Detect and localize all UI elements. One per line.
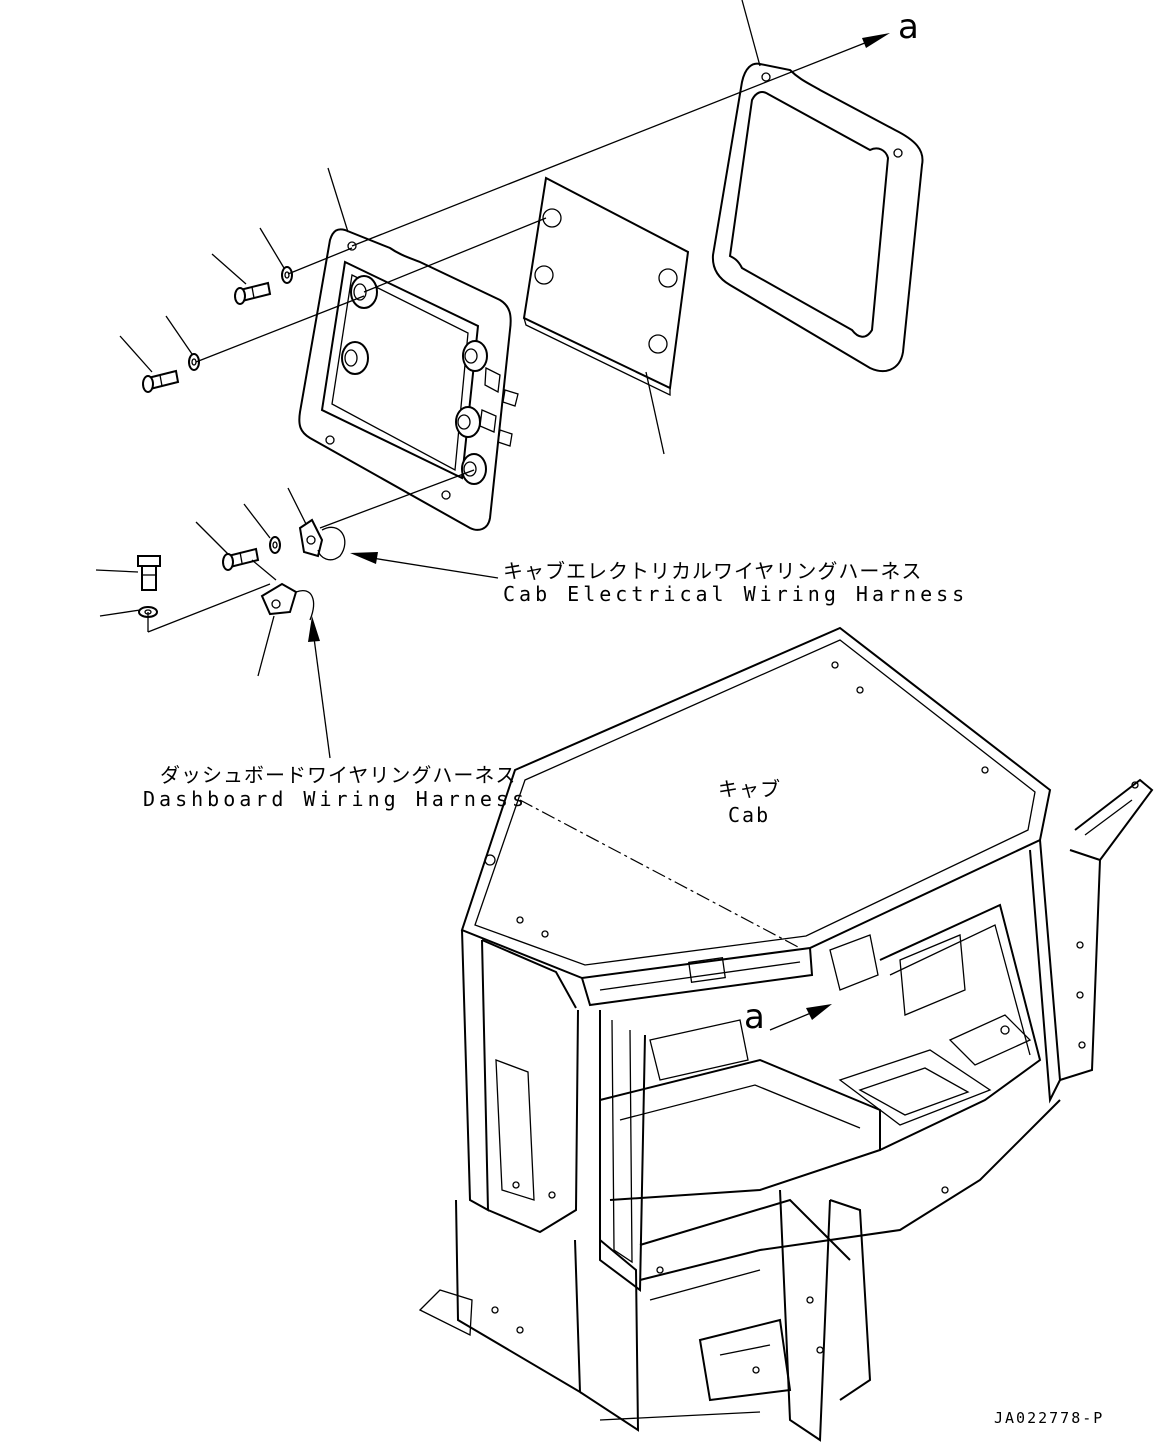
dashboard-harness-label-en: Dashboard Wiring Harness — [143, 787, 528, 811]
arrow-ref-a-cab — [769, 1004, 832, 1031]
alignment-lines — [147, 34, 886, 633]
cab-harness-label-en: Cab Electrical Wiring Harness — [503, 582, 969, 606]
clamp-cab-harness — [298, 518, 346, 561]
dashboard-harness-label-jp: ダッシュボードワイヤリングハーネス — [160, 763, 517, 787]
leader-lines — [95, 0, 761, 677]
cab-harness-label-jp: キャブエレクトリカルワイヤリングハーネス — [503, 559, 923, 583]
drawing-id: JA022778-P — [994, 1409, 1105, 1427]
reference-a-cab: a — [744, 997, 765, 1037]
cab-structure — [418, 626, 1154, 1442]
bolt-upper — [234, 281, 272, 305]
mounting-frame-part — [298, 228, 519, 531]
cab-label-jp: キャブ — [718, 777, 781, 801]
washer-clamp — [269, 536, 281, 554]
clamp-dashboard-harness — [260, 582, 315, 621]
cab-label-en: Cab — [728, 803, 771, 827]
bolt-vertical — [137, 555, 161, 591]
washer-upper — [281, 266, 293, 284]
reference-a-top: a — [898, 7, 919, 47]
gasket-part — [711, 62, 924, 372]
bolt-clamp — [222, 547, 260, 571]
arrow-cab-harness — [350, 552, 499, 579]
arrow-dashboard-harness — [308, 616, 331, 759]
cover-plate-part — [522, 176, 690, 397]
bolt-lower — [142, 369, 180, 393]
arrow-ref-a-top — [862, 33, 890, 48]
